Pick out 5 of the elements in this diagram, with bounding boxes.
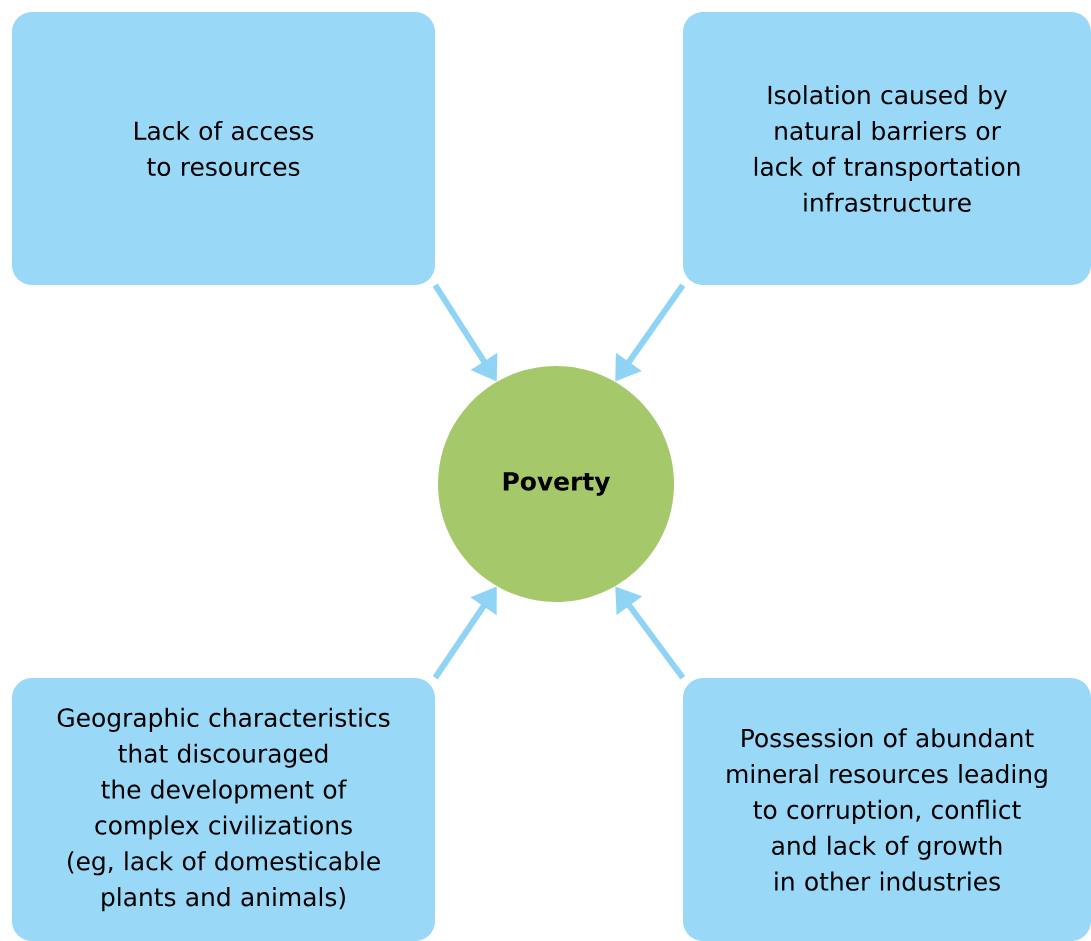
text-box: Isolation caused by natural barriers or lack of transportation infrastructure: [683, 12, 1091, 285]
text-box: Possession of abundant mineral resources leading to corruption, conflict and lack of growth in other industries: [683, 678, 1091, 941]
text-box: Lack of access to resources: [12, 12, 435, 285]
text-box: Geographic characteristics that discouraged the development of complex civilizations (eg, lack of domesticable plants and animals): [12, 678, 435, 941]
circle-node: Poverty: [438, 366, 674, 602]
